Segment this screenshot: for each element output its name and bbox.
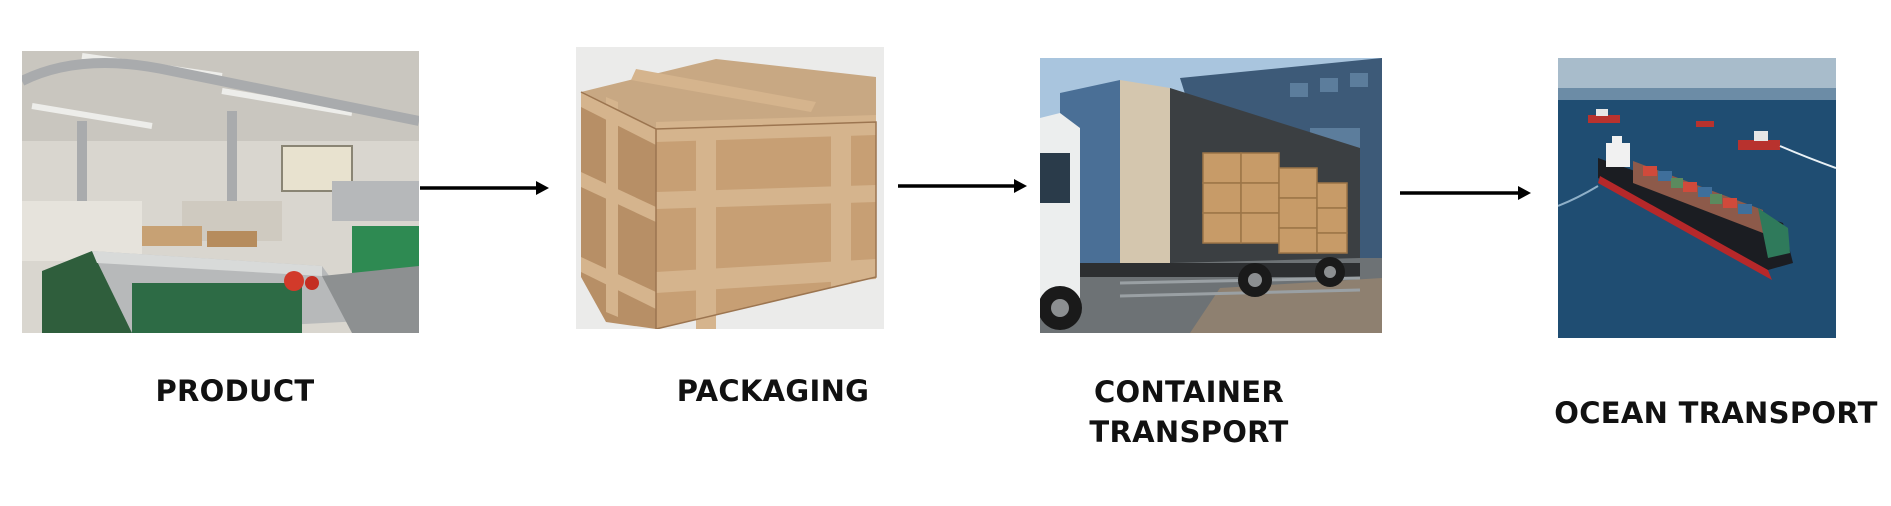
stage-label-packaging: PACKAGING	[676, 374, 870, 408]
arrow-right-icon	[898, 176, 1028, 196]
truck-loading-image	[1040, 58, 1382, 333]
factory-workshop-image	[22, 51, 419, 333]
stage-label-product: PRODUCT	[155, 374, 315, 408]
stage-label-ocean-transport: OCEAN TRANSPORT	[1554, 396, 1878, 430]
stage-label-container-transport-line2: TRANSPORT	[1089, 415, 1289, 449]
stage-label-container-transport: CONTAINER TRANSPORT	[1036, 372, 1342, 452]
wooden-crate-image	[576, 47, 884, 329]
stage-label-container-transport-line1: CONTAINER	[1093, 375, 1285, 409]
container-ship-image	[1558, 58, 1836, 338]
arrow-right-icon	[420, 178, 550, 198]
arrow-right-icon	[1400, 183, 1532, 203]
